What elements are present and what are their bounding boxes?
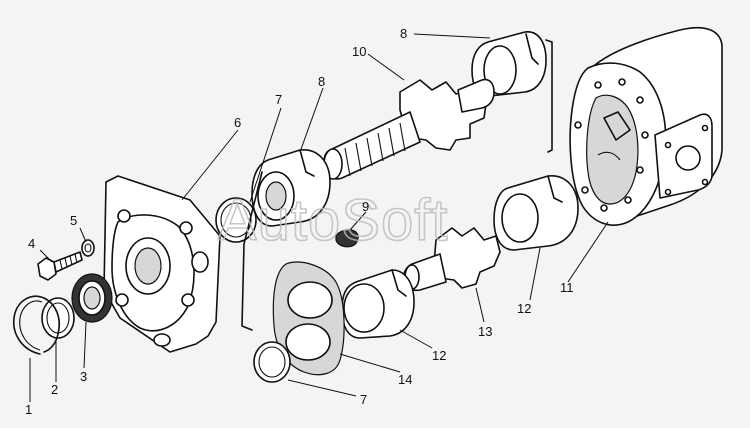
callout-3: 3 <box>80 369 87 384</box>
watermark-text: AutoSoft <box>218 188 448 253</box>
callout-7-upper: 7 <box>275 92 282 107</box>
assembly-lines <box>241 39 553 331</box>
part-7-oring-upper <box>215 197 257 243</box>
callout-8-middle: 8 <box>318 74 325 89</box>
callout-13: 13 <box>478 324 492 339</box>
callout-10: 10 <box>352 44 366 59</box>
part-12-bushing-lower <box>341 269 415 339</box>
part-12-bushing-right <box>493 175 579 251</box>
callout-4: 4 <box>28 236 35 251</box>
part-10-drive-gear-shaft <box>323 78 495 180</box>
part-8-bushing-middle <box>251 149 331 227</box>
part-11-housing <box>569 26 723 226</box>
callout-labels: 1 2 3 4 5 6 7 7 8 8 9 10 11 12 12 13 14 <box>25 26 574 417</box>
part-9-key <box>335 229 359 248</box>
callout-9: 9 <box>362 199 369 214</box>
callout-7-lower: 7 <box>360 392 367 407</box>
part-8-bushing-top <box>471 31 547 97</box>
callout-14: 14 <box>398 372 412 387</box>
callout-12-right: 12 <box>517 301 531 316</box>
part-4-bolt <box>37 251 83 281</box>
part-3-oil-seal <box>71 273 113 323</box>
callout-2: 2 <box>51 382 58 397</box>
callout-5: 5 <box>70 213 77 228</box>
callout-6: 6 <box>234 115 241 130</box>
part-5-washer <box>81 239 95 257</box>
part-14-gasket <box>272 261 345 376</box>
callout-12-lower: 12 <box>432 348 446 363</box>
callout-8-top: 8 <box>400 26 407 41</box>
callout-11: 11 <box>560 280 574 295</box>
part-6-flange-cover <box>103 175 221 353</box>
part-7-oring-lower <box>253 341 291 383</box>
callout-1: 1 <box>25 402 32 417</box>
leader-lines <box>29 33 609 402</box>
part-1-snap-ring <box>13 295 60 355</box>
